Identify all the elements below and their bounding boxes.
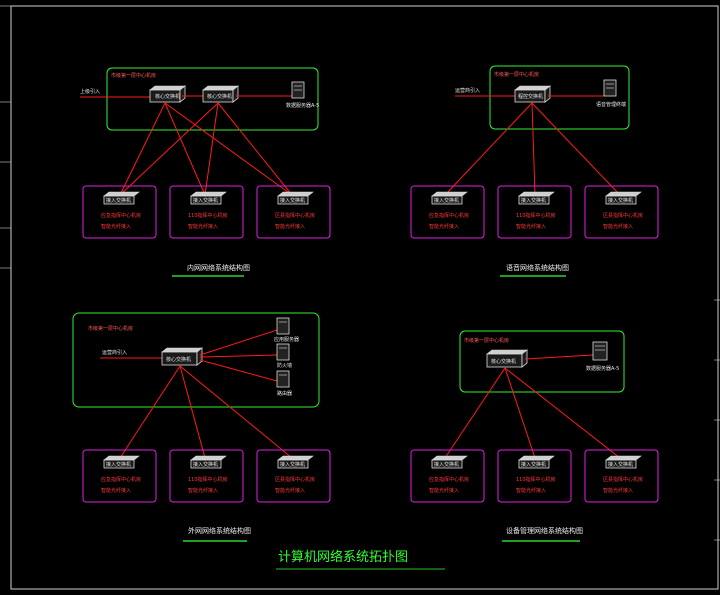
voice-branch-2-switch: 接入交换机 [521, 197, 546, 204]
device-diagram: 市级第一层中心机房 核心交换机 数据服务器A-5 接入交换机 应急指挥中心机房 … [410, 330, 659, 542]
extranet-core-switch-label: 核心交换机 [166, 356, 191, 363]
extranet-core-zone-box [72, 312, 320, 408]
device-branch-2-line1: 110指挥中心机房 [516, 476, 556, 483]
extranet-branch-2-line1: 110指挥中心机房 [188, 476, 228, 483]
intranet-branch-2-line2: 智能光纤接入 [188, 223, 218, 230]
intranet-branch-2-switch: 接入交换机 [193, 197, 218, 204]
device-core-switch-icon [486, 349, 528, 368]
voice-uplink-label: 运营商引入 [455, 87, 480, 94]
extranet-branch-1-switch: 接入交换机 [106, 461, 131, 468]
voice-core-zone-label: 市级第一层中心机房 [494, 71, 539, 78]
voice-branch-2-line1: 110指挥中心机房 [516, 212, 556, 219]
extranet-branch-1: 接入交换机 应急指挥中心机房 智能光纤接入 [82, 449, 157, 503]
voice-caption: 语音网络系统结构图 [506, 263, 569, 272]
intranet-branch-3-switch: 接入交换机 [280, 197, 305, 204]
extranet-core-zone-label: 市级第一层中心机房 [88, 325, 133, 332]
voice-branch-3: 接入交换机 区县指挥中心机房 智能光纤接入 [584, 185, 659, 239]
device-branch-2: 接入交换机 110指挥中心机房 智能光纤接入 [497, 449, 572, 503]
extranet-caption: 外网网络系统结构图 [188, 526, 251, 535]
extranet-branch-3-switch: 接入交换机 [280, 461, 305, 468]
extranet-branch-3-line2: 智能光纤接入 [275, 487, 305, 494]
intranet-branch-3-line1: 区县指挥中心机房 [275, 212, 315, 219]
intranet-core-switch-a-icon [149, 85, 186, 103]
device-server-label: 数据服务器A-5 [586, 365, 619, 372]
main-title: 计算机网络系统拓扑图 [278, 549, 408, 565]
extranet-app-server-icon [276, 317, 290, 335]
intranet-server-icon [291, 81, 305, 99]
voice-branch-3-line1: 区县指挥中心机房 [603, 212, 643, 219]
extranet-branch-2-line2: 智能光纤接入 [188, 487, 218, 494]
intranet-branch-1: 接入交换机 应急指挥中心机房 智能光纤接入 [82, 185, 157, 239]
drawing-frame [10, 5, 719, 590]
intranet-core-switch-b-label: 核心交换机 [207, 93, 232, 100]
device-branch-3-line2: 智能光纤接入 [603, 487, 633, 494]
extranet-branch-2: 接入交换机 110指挥中心机房 智能光纤接入 [169, 449, 244, 503]
intranet-branch-1-line2: 智能光纤接入 [101, 223, 131, 230]
voice-diagram: 市级第一层中心机房 运营商引入 程控交换机 语音管理终端 接入交换机 应急指挥中… [410, 65, 659, 277]
intranet-core-switch-b-icon [202, 85, 239, 103]
intranet-branch-1-switch: 接入交换机 [106, 197, 131, 204]
intranet-server-label: 数据服务器A-5 [286, 102, 319, 109]
extranet-diagram: 市级第一层中心机房 运营商引入 核心交换机 应用服务器 防火墙 路由器 [72, 312, 331, 542]
intranet-branch-3: 接入交换机 区县指挥中心机房 智能光纤接入 [256, 185, 331, 239]
device-branch-3: 接入交换机 区县指挥中心机房 智能光纤接入 [584, 449, 659, 503]
device-branch-2-line2: 智能光纤接入 [516, 487, 546, 494]
device-branch-1-line1: 应急指挥中心机房 [429, 476, 469, 483]
intranet-uplink-label: 上级引入 [80, 88, 100, 95]
intranet-branch-1-line1: 应急指挥中心机房 [101, 212, 141, 219]
device-branch-1-switch: 接入交换机 [434, 461, 459, 468]
extranet-server-1-label: 应用服务器 [274, 336, 299, 343]
device-branch-2-switch: 接入交换机 [521, 461, 546, 468]
intranet-diagram: 市级第一层中心机房 上级引入 核心交换机 核心交换机 数据服务器A-5 [80, 67, 331, 277]
device-branch-1-line2: 智能光纤接入 [429, 487, 459, 494]
extranet-branch-3: 接入交换机 区县指挥中心机房 智能光纤接入 [256, 449, 331, 503]
extranet-branch-3-line1: 区县指挥中心机房 [275, 476, 315, 483]
intranet-caption: 内网网络系统结构图 [187, 263, 250, 272]
intranet-core-switch-a-label: 核心交换机 [155, 93, 180, 100]
device-core-zone-box [459, 330, 625, 393]
device-branch-1: 接入交换机 应急指挥中心机房 智能光纤接入 [410, 449, 485, 503]
voice-branch-1-line2: 智能光纤接入 [429, 223, 459, 230]
voice-core-zone-box [489, 65, 630, 130]
extranet-firewall-icon [276, 343, 290, 361]
voice-branch-1-switch: 接入交换机 [434, 197, 459, 204]
extranet-server-3-label: 路由器 [277, 390, 292, 397]
intranet-core-zone-box [106, 67, 319, 131]
intranet-branch-3-line2: 智能光纤接入 [275, 223, 305, 230]
intranet-branch-2-line1: 110指挥中心机房 [188, 212, 228, 219]
extranet-core-switch-icon [161, 347, 203, 366]
voice-branch-1-line1: 应急指挥中心机房 [429, 212, 469, 219]
device-caption: 设备管理网络系统结构图 [506, 526, 583, 535]
voice-core-switch-icon [514, 85, 551, 103]
extranet-uplink-label: 运营商引入 [102, 349, 127, 356]
voice-server-label: 语音管理终端 [596, 101, 626, 108]
voice-server-icon [603, 79, 617, 97]
device-core-zone-label: 市级第一层中心机房 [464, 337, 509, 344]
voice-branch-1: 接入交换机 应急指挥中心机房 智能光纤接入 [410, 185, 485, 239]
device-core-switch-label: 核心交换机 [491, 358, 516, 365]
voice-branch-2-line2: 智能光纤接入 [516, 223, 546, 230]
device-branch-3-line1: 区县指挥中心机房 [603, 476, 643, 483]
extranet-branch-1-line2: 智能光纤接入 [101, 487, 131, 494]
device-branch-3-switch: 接入交换机 [608, 461, 633, 468]
voice-branch-3-line2: 智能光纤接入 [603, 223, 633, 230]
extranet-branch-1-line1: 应急指挥中心机房 [101, 476, 141, 483]
extranet-server-2-label: 防火墙 [277, 362, 292, 369]
intranet-branch-2: 接入交换机 110指挥中心机房 智能光纤接入 [169, 185, 244, 239]
voice-branch-3-switch: 接入交换机 [608, 197, 633, 204]
intranet-core-zone-label: 市级第一层中心机房 [111, 72, 156, 79]
device-server-icon [592, 341, 608, 361]
voice-branch-2: 接入交换机 110指挥中心机房 智能光纤接入 [497, 185, 572, 239]
voice-core-switch-label: 程控交换机 [518, 93, 543, 100]
extranet-branch-2-switch: 接入交换机 [193, 461, 218, 468]
extranet-router-icon [276, 370, 290, 388]
